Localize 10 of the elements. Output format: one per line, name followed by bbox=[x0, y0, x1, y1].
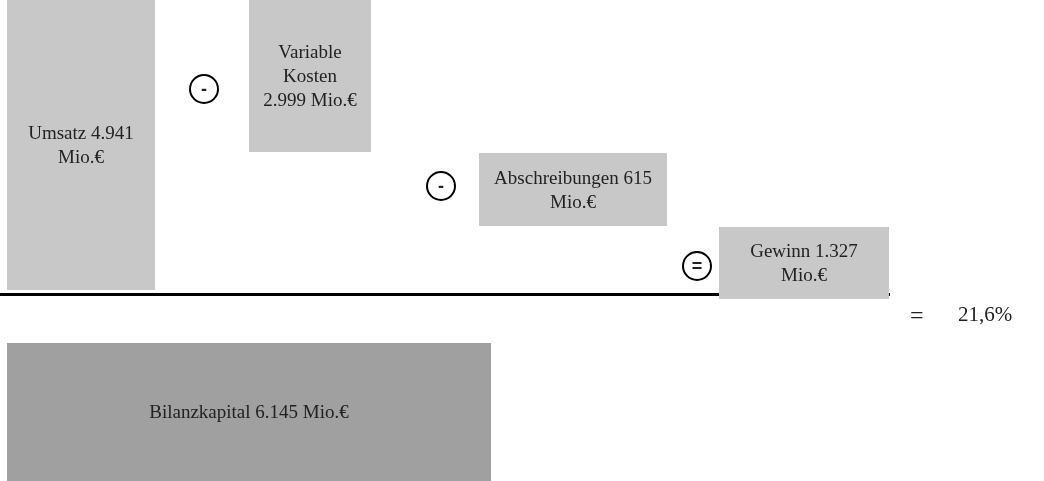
equals-sign: = bbox=[910, 302, 924, 329]
operator-circle: - bbox=[426, 171, 456, 201]
capital-box: Bilanzkapital 6.145 Mio.€ bbox=[7, 343, 491, 481]
operator-circle: - bbox=[189, 74, 219, 104]
result-value: 21,6% bbox=[958, 302, 1013, 327]
revenue-box: Umsatz 4.941 Mio.€ bbox=[7, 0, 155, 290]
depreciation-box: Abschreibungen 615 Mio.€ bbox=[479, 153, 667, 226]
operator-circle: = bbox=[682, 251, 712, 281]
profit-box: Gewinn 1.327 Mio.€ bbox=[719, 227, 889, 299]
cost-box: Variable Kosten 2.999 Mio.€ bbox=[249, 0, 371, 152]
